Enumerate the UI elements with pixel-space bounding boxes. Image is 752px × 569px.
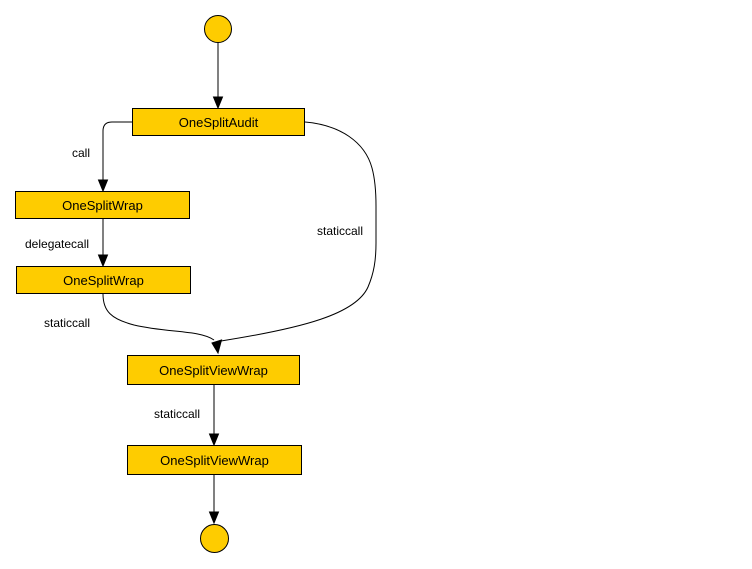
arrowhead-icon xyxy=(97,179,109,193)
node-label: OneSplitViewWrap xyxy=(159,362,268,378)
edge-start-to-onesplitaudit xyxy=(212,43,224,110)
end-node xyxy=(200,524,229,553)
node-label: OneSplitAudit xyxy=(178,114,259,130)
node-onesplitviewwrap-1: OneSplitViewWrap xyxy=(127,355,300,385)
edge-delegatecall-onesplitwrap-to-onesplitwrap xyxy=(97,219,109,268)
arrowhead-icon xyxy=(97,254,109,268)
edge-label-delegatecall: delegatecall xyxy=(25,237,90,251)
node-onesplitviewwrap-2: OneSplitViewWrap xyxy=(127,445,302,475)
edge-staticcall-onesplitaudit-to-onesplitviewwrap xyxy=(220,121,377,342)
edge-onesplitviewwrap-to-end xyxy=(208,475,220,525)
edge-label-staticcall-mid: staticcall xyxy=(154,407,201,421)
start-node xyxy=(204,15,232,43)
edge-staticcall-onesplitwrap-to-onesplitviewwrap xyxy=(102,293,223,355)
node-label: OneSplitViewWrap xyxy=(160,452,269,468)
arrowhead-icon xyxy=(208,511,220,525)
edge-label-staticcall-left: staticcall xyxy=(44,316,91,330)
edge-label-call: call xyxy=(72,146,91,160)
arrowhead-icon xyxy=(208,433,220,447)
node-onesplitwrap-1: OneSplitWrap xyxy=(15,191,190,219)
arrowhead-icon xyxy=(212,96,224,110)
edge-call-onesplitaudit-to-onesplitwrap xyxy=(97,121,132,193)
node-onesplitaudit: OneSplitAudit xyxy=(132,108,305,136)
node-label: OneSplitWrap xyxy=(63,272,144,288)
node-label: OneSplitWrap xyxy=(62,197,143,213)
arrowhead-icon xyxy=(211,339,223,355)
edge-staticcall-onesplitviewwrap-to-onesplitviewwrap xyxy=(208,385,220,447)
node-onesplitwrap-2: OneSplitWrap xyxy=(16,266,191,294)
edge-label-staticcall-right: staticcall xyxy=(317,224,364,238)
